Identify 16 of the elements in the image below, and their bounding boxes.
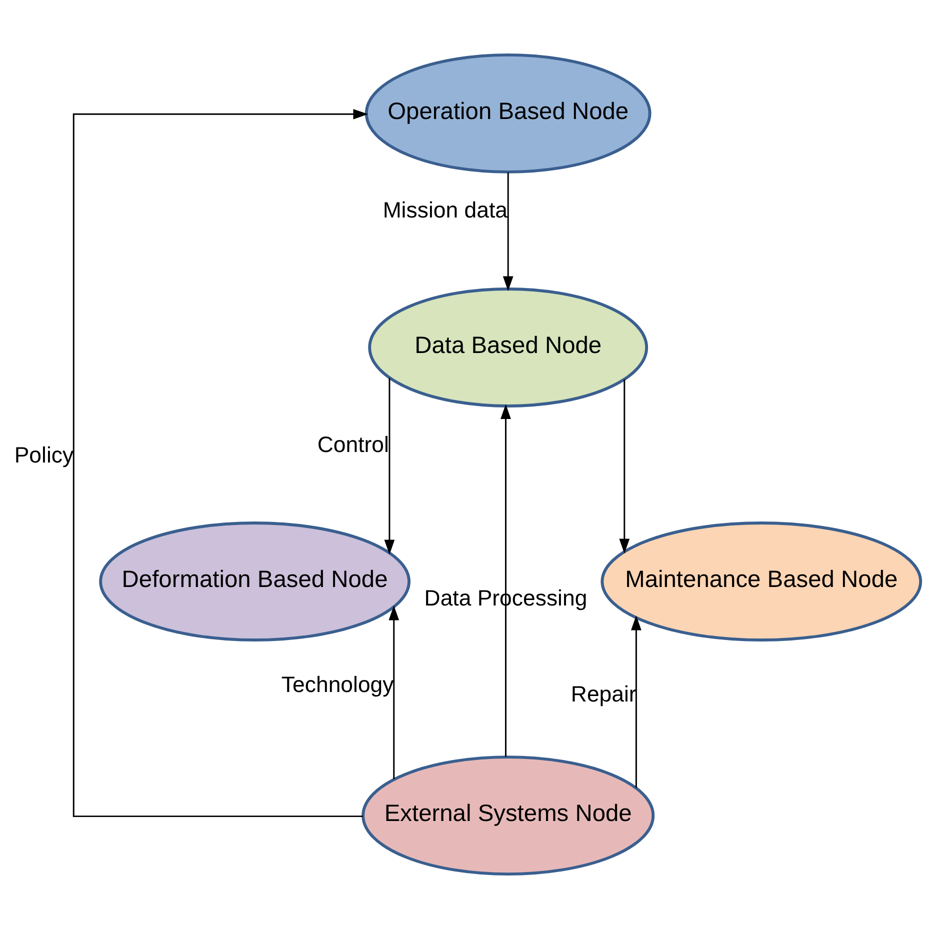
arrow [72, 108, 368, 817]
arrow [388, 604, 400, 778]
edge-label: Mission data [382, 196, 508, 222]
arrow [631, 614, 642, 788]
arrow [619, 379, 630, 554]
node-ellipse: External Systems Node [362, 755, 655, 876]
arrow [502, 172, 514, 291]
edge-label: Repair [570, 680, 636, 706]
edge-label: Control [317, 431, 389, 456]
node-ellipse: Data Based Node [368, 286, 648, 407]
node-ellipse: Operation Based Node [364, 52, 652, 173]
node-ellipse: Deformation Based Node [99, 521, 411, 642]
edge-label: Policy [14, 442, 74, 467]
arrow [500, 404, 511, 756]
arrow [384, 378, 395, 554]
node-ellipse: Maintenance Based Node [600, 521, 922, 642]
